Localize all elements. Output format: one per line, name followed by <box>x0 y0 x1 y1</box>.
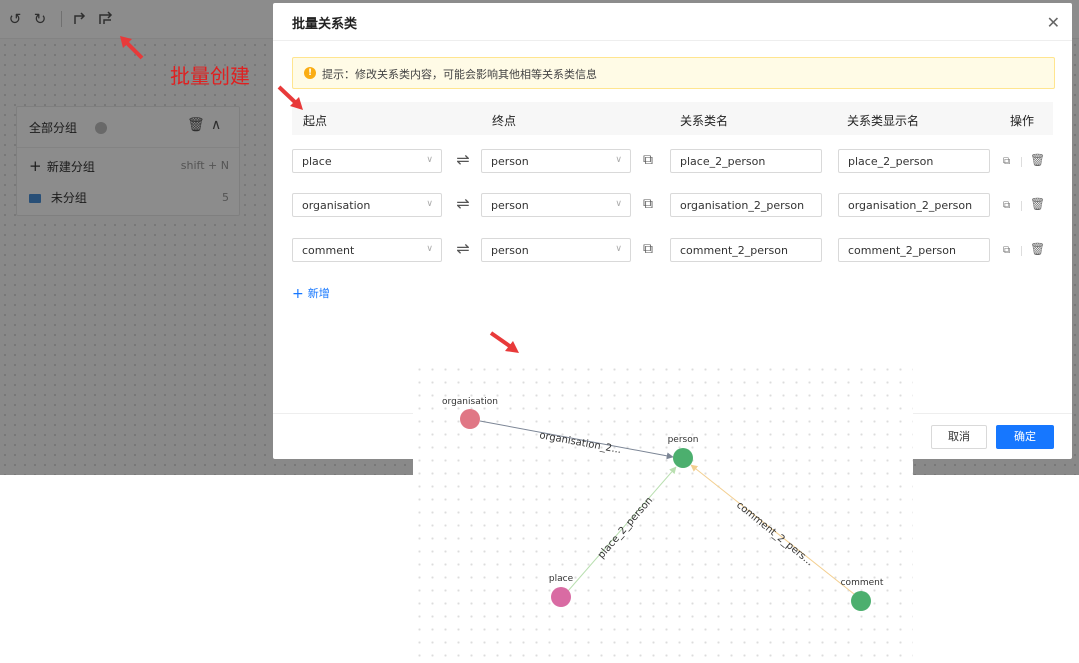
info-icon <box>95 122 107 134</box>
relation-name-input[interactable] <box>670 238 822 262</box>
relation-display-name-input[interactable] <box>838 193 990 217</box>
trash-icon[interactable]: 🗑 <box>187 117 205 133</box>
copy-name-icon[interactable]: ⧉ <box>643 196 653 212</box>
column-header-source: 起点 <box>303 114 328 128</box>
divider <box>17 147 239 148</box>
cancel-button[interactable]: 取消 <box>931 425 987 449</box>
copy-name-icon[interactable]: ⧉ <box>643 241 653 257</box>
ungrouped-item[interactable]: 未分组 5 <box>29 188 229 208</box>
undo-icon[interactable]: ↺ <box>8 10 22 28</box>
ok-button[interactable]: 确定 <box>996 425 1054 449</box>
hint-text: 提示：修改关系类内容，可能会影响其他相等关系类信息 <box>322 68 597 81</box>
add-row-button[interactable]: +新增 <box>292 285 330 302</box>
node-person[interactable] <box>673 448 693 468</box>
column-header-actions: 操作 <box>1010 114 1035 128</box>
toolbar-divider <box>61 11 62 27</box>
trash-icon[interactable]: 🗑 <box>1030 197 1046 211</box>
node-label: comment <box>841 578 884 588</box>
hint-alert: ! 提示：修改关系类内容，可能会影响其他相等关系类信息 <box>292 57 1055 89</box>
batch-edge-icon[interactable] <box>97 10 115 28</box>
divider <box>1021 246 1022 256</box>
ungrouped-count: 5 <box>222 191 229 204</box>
folder-icon <box>29 194 41 203</box>
swap-icon[interactable]: ⇌ <box>456 150 470 169</box>
batch-relation-modal: 批量关系类 ✕ ! 提示：修改关系类内容，可能会影响其他相等关系类信息 起点 终… <box>273 3 1072 459</box>
chevron-down-icon: ∨ <box>615 244 622 254</box>
divider <box>1021 201 1022 211</box>
modal-title: 批量关系类 <box>292 17 358 32</box>
source-select-value: place <box>302 155 332 168</box>
annotation-arrow-icon <box>277 85 303 110</box>
redo-icon[interactable]: ↻ <box>33 10 47 28</box>
relation-name-input[interactable] <box>670 193 822 217</box>
node-place[interactable] <box>551 587 571 607</box>
chevron-down-icon: ∨ <box>615 199 622 209</box>
divider <box>273 40 1072 41</box>
copy-row-icon[interactable]: ⧉ <box>1003 200 1011 211</box>
edge-label: place_2_person <box>596 495 655 561</box>
group-panel-title: 全部分组 <box>29 121 78 135</box>
add-row-label: 新增 <box>307 287 330 300</box>
target-select[interactable]: person ∨ <box>481 149 631 173</box>
chevron-down-icon: ∨ <box>615 155 622 165</box>
graph-preview[interactable]: organisation_2... place_2_person comment… <box>413 363 913 660</box>
swap-icon[interactable]: ⇌ <box>456 239 470 258</box>
node-label: place <box>549 574 574 584</box>
group-panel: 全部分组 🗑 ∧ + 新建分组 shift + N 未分组 5 <box>16 106 240 216</box>
new-group-item[interactable]: + 新建分组 shift + N <box>29 156 229 176</box>
annotation-arrow-icon <box>489 331 519 353</box>
annotation-label: 批量创建 <box>170 64 250 88</box>
copy-row-icon[interactable]: ⧉ <box>1003 156 1011 167</box>
swap-icon[interactable]: ⇌ <box>456 194 470 213</box>
target-select-value: person <box>491 199 529 212</box>
target-select[interactable]: person ∨ <box>481 193 631 217</box>
target-select-value: person <box>491 244 529 257</box>
relation-display-name-input[interactable] <box>838 149 990 173</box>
divider <box>1021 157 1022 167</box>
chevron-down-icon: ∨ <box>426 244 433 254</box>
column-header-display-name: 关系类显示名 <box>847 114 920 128</box>
edge-icon[interactable] <box>71 10 89 28</box>
chevron-up-icon[interactable]: ∧ <box>211 117 222 133</box>
chevron-down-icon: ∨ <box>426 199 433 209</box>
close-icon[interactable]: ✕ <box>1046 13 1060 32</box>
new-group-shortcut: shift + N <box>180 159 229 172</box>
column-header-name: 关系类名 <box>680 114 729 128</box>
copy-row-icon[interactable]: ⧉ <box>1003 245 1011 256</box>
plus-icon: + <box>29 157 42 175</box>
source-select[interactable]: organisation ∨ <box>292 193 442 217</box>
column-header-target: 终点 <box>492 114 517 128</box>
edge-label: comment_2_pers... <box>734 500 815 568</box>
trash-icon[interactable]: 🗑 <box>1030 153 1046 167</box>
chevron-down-icon: ∨ <box>426 155 433 165</box>
annotation-arrow-icon <box>120 36 144 60</box>
trash-icon[interactable]: 🗑 <box>1030 242 1046 256</box>
source-select[interactable]: place ∨ <box>292 149 442 173</box>
edge-place-person[interactable] <box>567 466 677 592</box>
source-select-value: comment <box>302 244 355 257</box>
node-organisation[interactable] <box>460 409 480 429</box>
source-select[interactable]: comment ∨ <box>292 238 442 262</box>
source-select-value: organisation <box>302 199 371 212</box>
ungrouped-label: 未分组 <box>50 191 87 205</box>
warning-icon: ! <box>304 67 316 79</box>
node-label: organisation <box>442 397 498 407</box>
node-label: person <box>668 435 699 445</box>
graph-svg: organisation_2... place_2_person comment… <box>442 397 884 611</box>
copy-name-icon[interactable]: ⧉ <box>643 152 653 168</box>
table-header: 起点 终点 关系类名 关系类显示名 操作 <box>292 102 1053 135</box>
node-comment[interactable] <box>851 591 871 611</box>
edge-organisation-person[interactable] <box>479 420 674 460</box>
relation-name-input[interactable] <box>670 149 822 173</box>
plus-icon: + <box>292 286 304 302</box>
target-select-value: person <box>491 155 529 168</box>
relation-display-name-input[interactable] <box>838 238 990 262</box>
edge-label: organisation_2... <box>538 430 622 456</box>
new-group-label: 新建分组 <box>46 160 95 174</box>
edge-comment-person[interactable] <box>690 464 855 595</box>
target-select[interactable]: person ∨ <box>481 238 631 262</box>
